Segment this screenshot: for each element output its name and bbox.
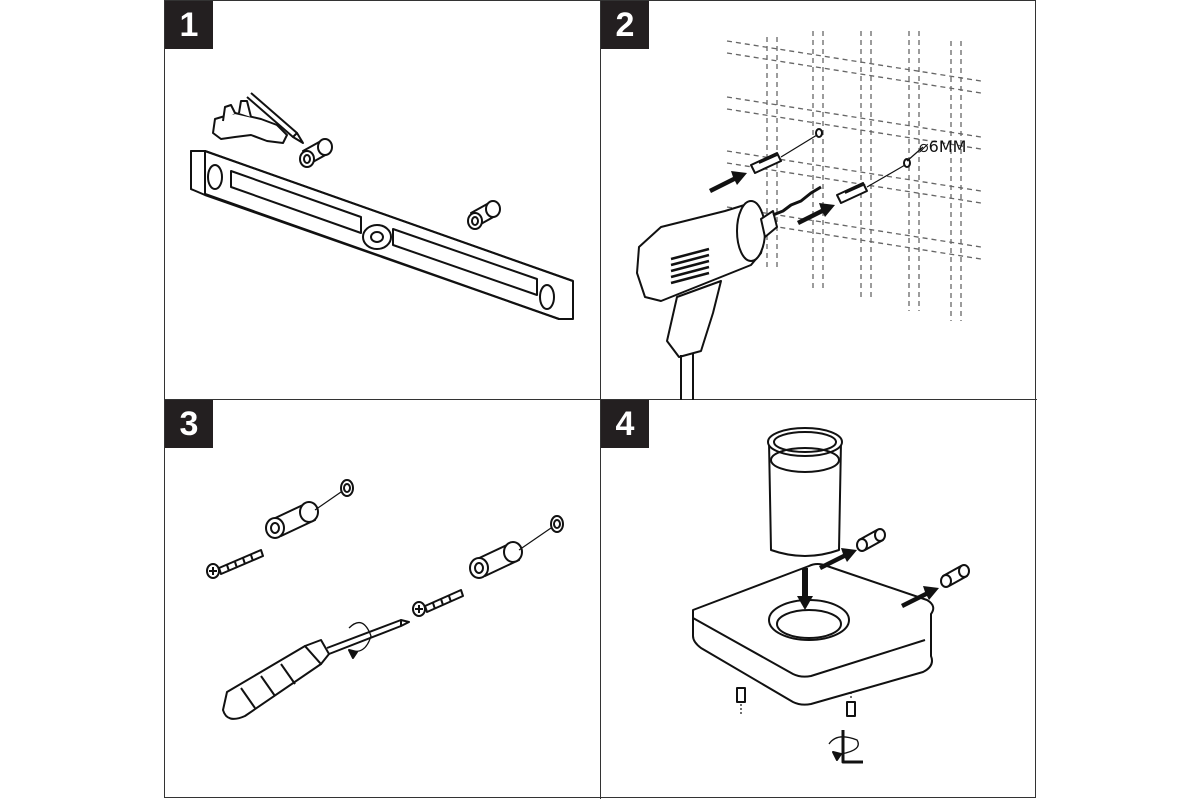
peg-icon: [940, 564, 970, 588]
drill-diameter-label: ⌀6MM: [919, 137, 966, 156]
step-number-badge: 2: [601, 1, 649, 49]
step-number-badge: 1: [165, 1, 213, 49]
anchor-plug-icon: [467, 200, 501, 230]
anchor-plug-icon: [299, 138, 333, 168]
wall-plug-icon: [836, 158, 911, 204]
screw-icon: [412, 589, 464, 617]
set-screw-icon: [736, 687, 746, 716]
screw-icon: [206, 549, 264, 579]
step-number-badge: 3: [165, 400, 213, 448]
washer-icon: [340, 479, 354, 497]
step-4-panel: 4: [601, 400, 1037, 799]
step-3-illustration: [206, 479, 564, 720]
hand-pencil-icon: [212, 92, 304, 144]
step-2-illustration: ⌀6MM: [636, 31, 982, 400]
cup-icon: [767, 427, 843, 557]
step-1-illustration: [190, 92, 574, 320]
step-4-illustration: [692, 427, 970, 764]
hex-key-icon: [828, 730, 863, 764]
washer-icon: [550, 515, 564, 533]
instruction-grid: 1: [164, 0, 1037, 799]
step-2-panel: ⌀6MM 2: [601, 1, 1037, 400]
anchor-plug-icon: [469, 527, 552, 579]
insert-arrow-icon: [709, 171, 835, 225]
step-1-panel: 1: [165, 1, 601, 400]
spirit-level-icon: [190, 150, 574, 320]
insert-arrow-icon: [797, 548, 939, 610]
step-3-panel: 3: [165, 400, 601, 799]
wall-tile-grid: [726, 31, 982, 321]
set-screw-icon: [846, 692, 856, 717]
holder-base-icon: [692, 563, 935, 706]
step-number-badge: 4: [601, 400, 649, 448]
screwdriver-icon: [222, 619, 410, 720]
peg-icon: [856, 528, 886, 552]
wall-plug-icon: [750, 128, 823, 174]
anchor-plug-icon: [265, 491, 342, 539]
drill-icon: [636, 185, 822, 400]
